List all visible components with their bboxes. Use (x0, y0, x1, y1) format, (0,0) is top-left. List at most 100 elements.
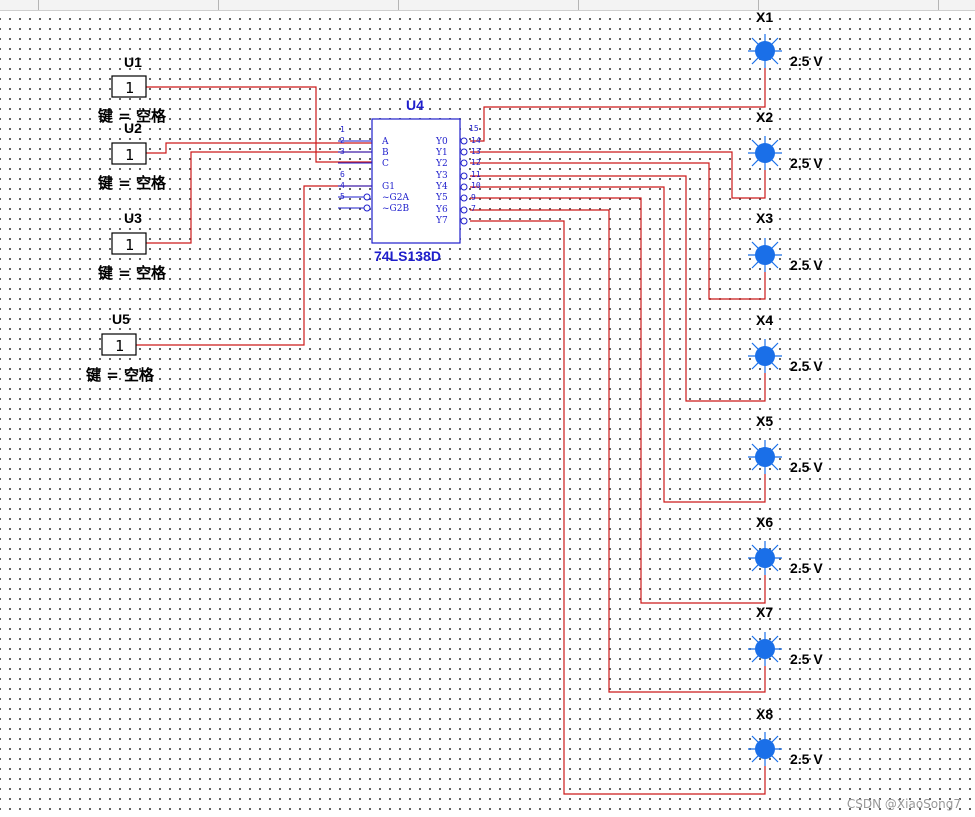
ruler-tick (938, 0, 939, 10)
bubble-g2a (363, 193, 371, 201)
switch-u1[interactable]: U1 1 键 = 空格 (97, 54, 167, 125)
probe-voltage: 2.5 V (790, 751, 823, 767)
probe-ref: X1 (756, 9, 773, 25)
decoder-input-leads (338, 140, 372, 209)
probe-lamp-icon (748, 732, 782, 766)
pin-name: Y4 (435, 182, 448, 192)
switch-u3[interactable]: U3 1 键 = 空格 (97, 210, 167, 282)
pin-number: 4 (340, 181, 345, 190)
pin-number: 6 (340, 170, 345, 179)
wire-y1-to-x2[interactable] (470, 151, 766, 199)
switch-ref: U3 (124, 210, 142, 226)
probe-ref: X6 (756, 514, 773, 530)
decoder-part: 74LS138D (374, 248, 441, 264)
wire-y6-to-x7[interactable] (470, 209, 766, 693)
probe-lamp-icon (748, 136, 782, 170)
pin-number: 13 (471, 147, 481, 156)
probe-voltage: 2.5 V (790, 651, 823, 667)
ruler-tick (398, 0, 399, 10)
probe-lamp-icon (748, 34, 782, 68)
pin-number: 7 (471, 204, 476, 213)
wire-u1-to-c[interactable] (146, 86, 372, 163)
pin-name: A (381, 137, 389, 147)
decoder-output-bubbles (460, 137, 468, 225)
pin-number: 2 (340, 136, 345, 145)
probe-ref: X4 (756, 312, 773, 328)
pin-name: ~G2B (382, 204, 409, 214)
probe-lamp-icon (748, 440, 782, 474)
pin-number: 11 (471, 170, 481, 179)
switch-ref: U2 (124, 120, 142, 136)
wire-y5-to-x6[interactable] (470, 197, 766, 604)
wire-y3-to-x4[interactable] (470, 175, 766, 402)
ruler-tick (578, 0, 579, 10)
probe-lamp-icon (748, 632, 782, 666)
probe-x4[interactable]: X4 2.5 V (748, 312, 823, 374)
top-ruler (0, 0, 975, 11)
probe-lamp-icon (748, 238, 782, 272)
switch-body[interactable] (111, 142, 147, 165)
switch-value: 1 (125, 236, 134, 254)
switch-u5[interactable]: U5 1 键 = 空格 (85, 311, 155, 384)
wire-u3-to-b[interactable] (146, 151, 372, 244)
wire-y2-to-x3[interactable] (470, 162, 766, 300)
pin-name: Y6 (435, 205, 448, 215)
probe-voltage: 2.5 V (790, 53, 823, 69)
probe-voltage: 2.5 V (790, 459, 823, 475)
decoder-u4[interactable]: U4 74LS138D 1 2 3 6 4 5 A B (338, 97, 481, 264)
ruler-tick (758, 0, 759, 10)
switch-key-label: 键 = 空格 (97, 174, 167, 192)
bubble-g2b (363, 204, 371, 212)
ruler-tick (38, 0, 39, 10)
ruler-tick (218, 0, 219, 10)
probe-voltage: 2.5 V (790, 560, 823, 576)
wire-y0-to-x1[interactable] (470, 68, 766, 142)
switch-key-label: 键 = 空格 (85, 366, 155, 384)
wire-y7-to-x8[interactable] (470, 220, 766, 795)
probe-ref: X5 (756, 413, 773, 429)
pin-number: 5 (340, 192, 345, 201)
probe-x8[interactable]: X8 2.5 V (748, 706, 823, 767)
probe-x6[interactable]: X6 2.5 V (748, 514, 823, 576)
switch-u2[interactable]: U2 1 键 = 空格 (97, 120, 167, 192)
switch-ref: U5 (112, 311, 130, 327)
pin-number: 3 (340, 147, 345, 156)
wire-u5-to-g1[interactable] (136, 185, 372, 346)
probe-lamp-icon (748, 541, 782, 575)
pin-number: 10 (471, 181, 481, 190)
pin-number: 14 (471, 136, 481, 145)
probe-x1[interactable]: X1 2.5 V (748, 9, 823, 69)
probe-x7[interactable]: X7 2.5 V (748, 604, 823, 667)
switch-ref: U1 (124, 54, 142, 70)
pin-name: Y5 (435, 193, 448, 203)
switch-body[interactable] (111, 232, 147, 255)
switch-value: 1 (125, 146, 134, 164)
pin-name: G1 (382, 182, 395, 192)
pin-name: ~G2A (382, 193, 409, 203)
decoder-body[interactable] (371, 118, 461, 244)
switch-body[interactable] (101, 333, 137, 356)
pin-number: 1 (340, 125, 345, 134)
switch-key-label: 键 = 空格 (97, 107, 167, 125)
probe-x3[interactable]: X3 2.5 V (748, 210, 823, 273)
switch-value: 1 (115, 337, 124, 355)
decoder-ref: U4 (406, 97, 424, 113)
switch-body[interactable] (111, 75, 147, 98)
wire-u2-to-a[interactable] (146, 142, 372, 154)
pin-name: B (382, 148, 389, 158)
watermark: CSDN @XiaoSong7 (846, 797, 961, 811)
switch-value: 1 (125, 79, 134, 97)
probe-ref: X2 (756, 109, 773, 125)
pin-name: Y7 (435, 216, 448, 226)
probe-x2[interactable]: X2 2.5 V (748, 109, 823, 171)
pin-name: Y0 (435, 137, 448, 147)
probe-ref: X3 (756, 210, 773, 226)
pin-number: 9 (471, 193, 476, 202)
pin-name: Y1 (435, 148, 448, 158)
probe-x5[interactable]: X5 2.5 V (748, 413, 823, 475)
wire-y4-to-x5[interactable] (470, 186, 766, 503)
probe-ref: X7 (756, 604, 773, 620)
probe-lamp-icon (748, 339, 782, 373)
